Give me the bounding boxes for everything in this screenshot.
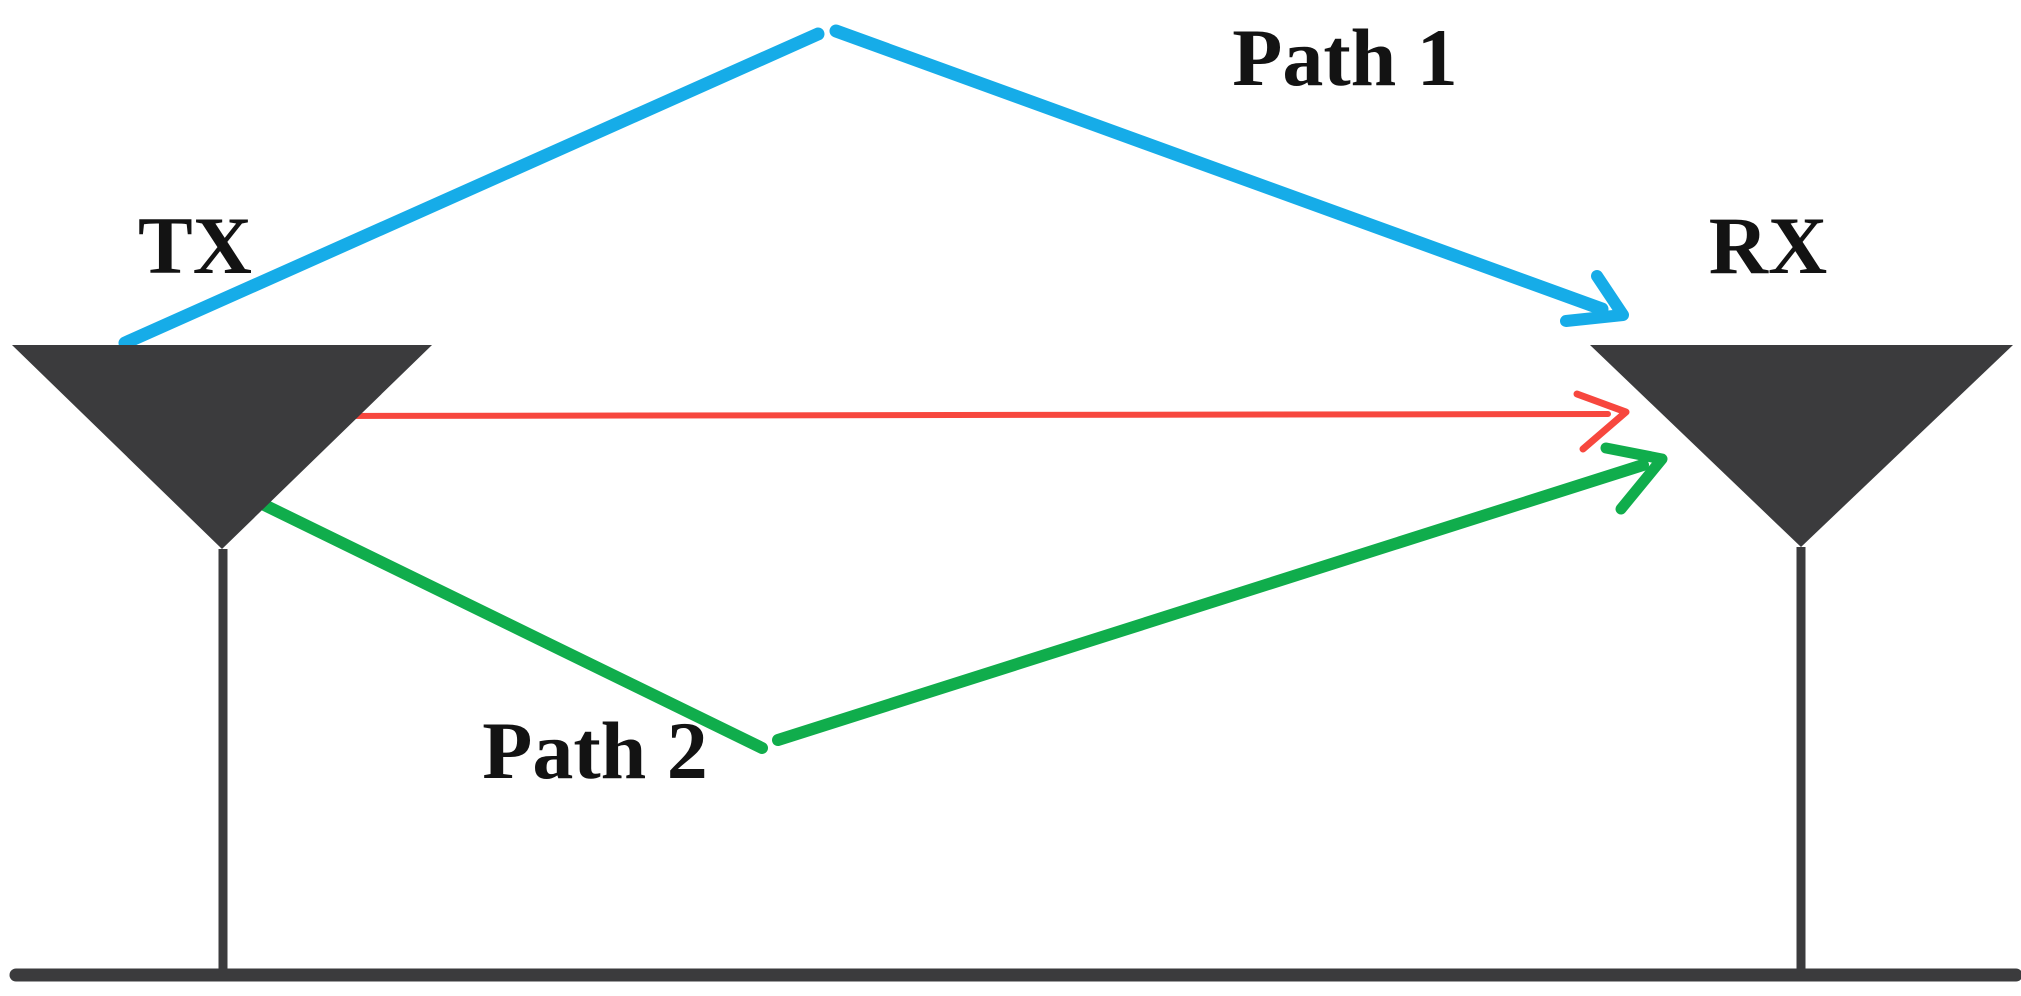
tx-antenna-dish [12,345,432,549]
path2-arrowhead [1600,442,1668,515]
rx-label: RX [1709,200,1827,291]
path2-ray [244,442,1668,754]
direct-ray-line [337,411,1611,419]
direct-ray [337,390,1630,453]
tx-label: TX [138,200,252,291]
direct-ray-arrowhead [1573,390,1630,453]
rx-antenna-dish [1590,345,2013,547]
tx-antenna [12,345,432,970]
path1-ray [118,24,1629,350]
path1-segment-up [118,27,825,350]
path1-arrowhead [1560,270,1629,327]
rx-antenna [1590,345,2013,970]
path2-label: Path 2 [482,705,708,796]
path2-segment-down [244,492,768,754]
path2-segment-up [772,459,1649,746]
path1-segment-down [829,24,1609,316]
path1-label: Path 1 [1232,12,1458,103]
